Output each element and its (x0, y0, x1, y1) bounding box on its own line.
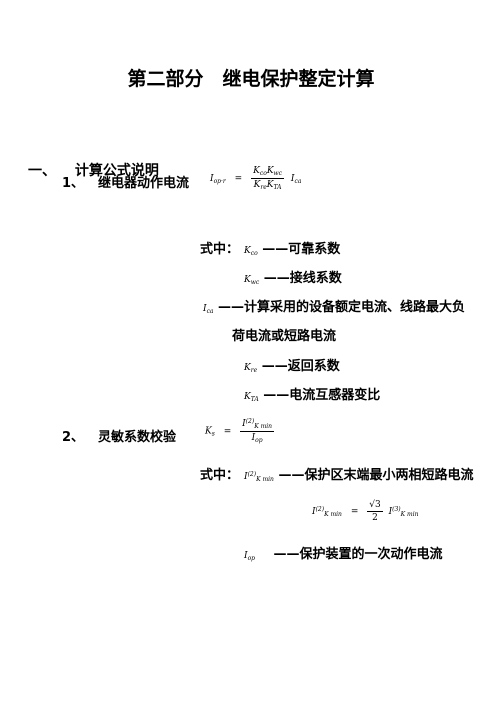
where-label: 式中： (200, 242, 240, 257)
relay-current-formula: Iop·r = KcoKwc KreKTA Ica (210, 166, 302, 191)
item-1-label: 继电器动作电流 (98, 176, 190, 191)
item-2-label: 灵敏系数校验 (98, 430, 177, 445)
section-number: 一、 (28, 163, 56, 179)
sensitivity-formula: Ks = I(2)K min Iop (205, 418, 275, 444)
definition-k-ta: KTA ——电流互感器变比 (244, 388, 381, 403)
definition-k-re: Kre ——返回系数 (244, 359, 340, 374)
two-phase-relation-formula: I(2)K min = √3 2 I(3)K min (312, 500, 419, 523)
definition-k-wc: Kwc ——接线系数 (244, 271, 342, 286)
where-label-2: 式中： (200, 468, 240, 483)
page-title: 第二部分 继电保护整定计算 (127, 68, 375, 90)
item-1-number: 1、 (62, 176, 85, 191)
definition-i-op: Iop ——保护装置的一次动作电流 (244, 547, 443, 562)
definition-i-ca: Ica ——计算采用的设备额定电流、线路最大负 (203, 300, 466, 315)
definition-i-ca-continued: 荷电流或短路电流 (232, 329, 337, 344)
definition-k-co: Kco ——可靠系数 (244, 242, 341, 257)
section-heading: 一、 计算公式说明 (28, 160, 159, 180)
section-title: 计算公式说明 (74, 163, 159, 179)
item-2-number: 2、 (62, 430, 85, 445)
definition-i-k-min: I(2)K min ——保护区末端最小两相短路电流 (244, 468, 474, 483)
